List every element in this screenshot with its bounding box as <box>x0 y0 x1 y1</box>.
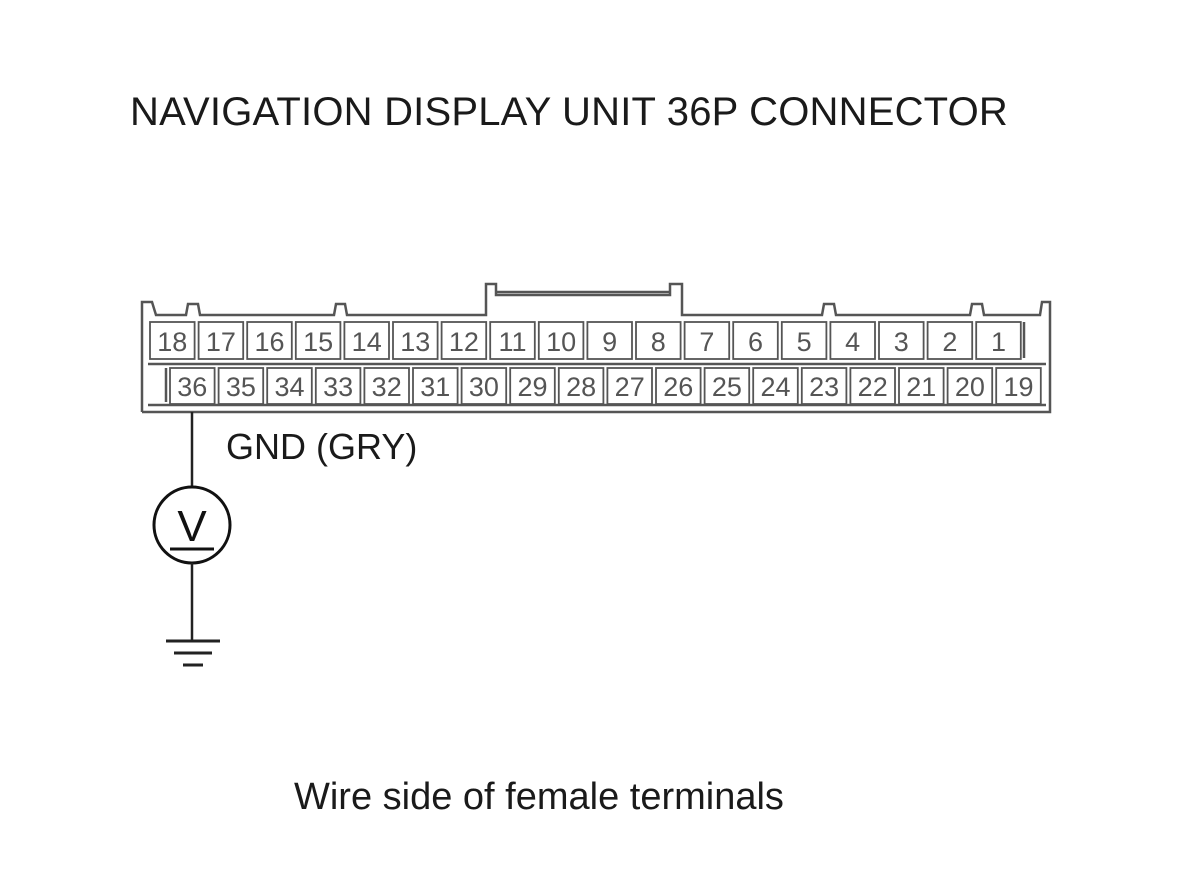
connector-36p <box>140 282 1052 414</box>
terminal-cell-20 <box>946 367 994 405</box>
terminal-cell-29 <box>509 367 556 405</box>
terminal-cell-4 <box>829 321 876 360</box>
terminal-label-21: 21 <box>906 372 936 402</box>
terminal-label-32: 32 <box>372 372 402 402</box>
terminal-cell-32 <box>363 367 410 405</box>
terminal-cell-23 <box>800 367 848 405</box>
terminal-label-18: 18 <box>157 327 187 357</box>
terminal-cell-10 <box>537 321 585 360</box>
terminal-cell-19 <box>995 367 1042 405</box>
terminal-label-25: 25 <box>712 372 742 402</box>
voltmeter-icon: V <box>152 485 232 565</box>
terminal-cell-13 <box>392 321 439 360</box>
terminal-cell-18 <box>149 321 196 360</box>
terminal-cell-1 <box>975 321 1022 360</box>
terminal-cell-25 <box>703 367 751 405</box>
diagram-caption: Wire side of female terminals <box>294 776 784 818</box>
terminal-label-22: 22 <box>858 372 888 402</box>
terminal-label-11: 11 <box>498 327 526 357</box>
diagram-title: NAVIGATION DISPLAY UNIT 36P CONNECTOR <box>130 90 1008 134</box>
terminal-label-15: 15 <box>303 327 333 357</box>
terminal-label-1: 1 <box>991 327 1006 357</box>
terminal-label-17: 17 <box>206 327 236 357</box>
terminal-cell-16 <box>246 321 293 360</box>
terminal-label-16: 16 <box>254 327 284 357</box>
terminal-cell-9 <box>586 321 633 360</box>
terminal-cell-14 <box>343 321 390 360</box>
terminal-label-14: 14 <box>352 327 382 357</box>
terminal-cell-31 <box>412 367 459 405</box>
terminal-cell-22 <box>849 367 896 405</box>
terminal-label-34: 34 <box>274 372 304 402</box>
terminal-cell-8 <box>635 321 682 360</box>
terminal-label-28: 28 <box>566 372 596 402</box>
terminal-label-10: 10 <box>546 327 576 357</box>
terminal-cell-30 <box>460 367 508 405</box>
terminal-cell-15 <box>294 321 342 360</box>
terminal-label-23: 23 <box>809 372 839 402</box>
connector-outline <box>140 282 1052 414</box>
terminal-label-36: 36 <box>177 372 207 402</box>
terminal-cell-3 <box>878 321 925 360</box>
terminal-cell-2 <box>926 321 974 360</box>
terminal-label-9: 9 <box>602 327 617 357</box>
terminal-label-20: 20 <box>955 372 985 402</box>
terminal-label-30: 30 <box>469 372 499 402</box>
terminal-label-12: 12 <box>449 327 479 357</box>
terminal-label-29: 29 <box>517 372 547 402</box>
terminal-label-3: 3 <box>894 327 909 357</box>
terminal-label-6: 6 <box>748 327 763 357</box>
terminal-label-7: 7 <box>699 327 714 357</box>
terminal-label-31: 31 <box>420 372 450 402</box>
terminal-cell-17 <box>197 321 245 360</box>
terminal-cell-27 <box>606 367 653 405</box>
terminal-label-8: 8 <box>651 327 666 357</box>
connector-bottom-row: 36 35 34 33 32 31 30 29 28 27 26 25 24 23 22 21 20 19 <box>169 367 1042 405</box>
terminal-label-24: 24 <box>760 372 790 402</box>
terminal-label-13: 13 <box>400 327 430 357</box>
terminal-cell-6 <box>732 321 779 360</box>
terminal-cell-36 <box>169 367 216 405</box>
terminal-label-27: 27 <box>615 372 645 402</box>
terminal-label-5: 5 <box>797 327 812 357</box>
terminal-label-33: 33 <box>323 372 353 402</box>
terminal-cell-35 <box>217 367 265 405</box>
terminal-label-35: 35 <box>226 372 256 402</box>
terminal-cell-28 <box>557 367 605 405</box>
meter-symbol: V <box>177 502 207 551</box>
terminal-label-2: 2 <box>942 327 957 357</box>
terminal-cell-33 <box>314 367 362 405</box>
probe-label: GND (GRY) <box>226 426 418 467</box>
terminal-cell-11 <box>489 321 536 360</box>
connector-top-row: 18 17 16 15 14 13 12 11 10 9 8 7 6 5 4 3 2 1 <box>149 321 1022 360</box>
terminal-label-4: 4 <box>845 327 860 357</box>
terminal-cell-5 <box>780 321 828 360</box>
terminal-cell-21 <box>898 367 945 405</box>
terminal-cell-7 <box>683 321 731 360</box>
ground-icon <box>166 639 220 667</box>
terminal-label-19: 19 <box>1003 372 1033 402</box>
terminal-cell-26 <box>655 367 702 405</box>
terminal-cell-24 <box>752 367 799 405</box>
terminal-label-26: 26 <box>663 372 693 402</box>
terminal-cell-12 <box>440 321 488 360</box>
terminal-cell-34 <box>266 367 313 405</box>
